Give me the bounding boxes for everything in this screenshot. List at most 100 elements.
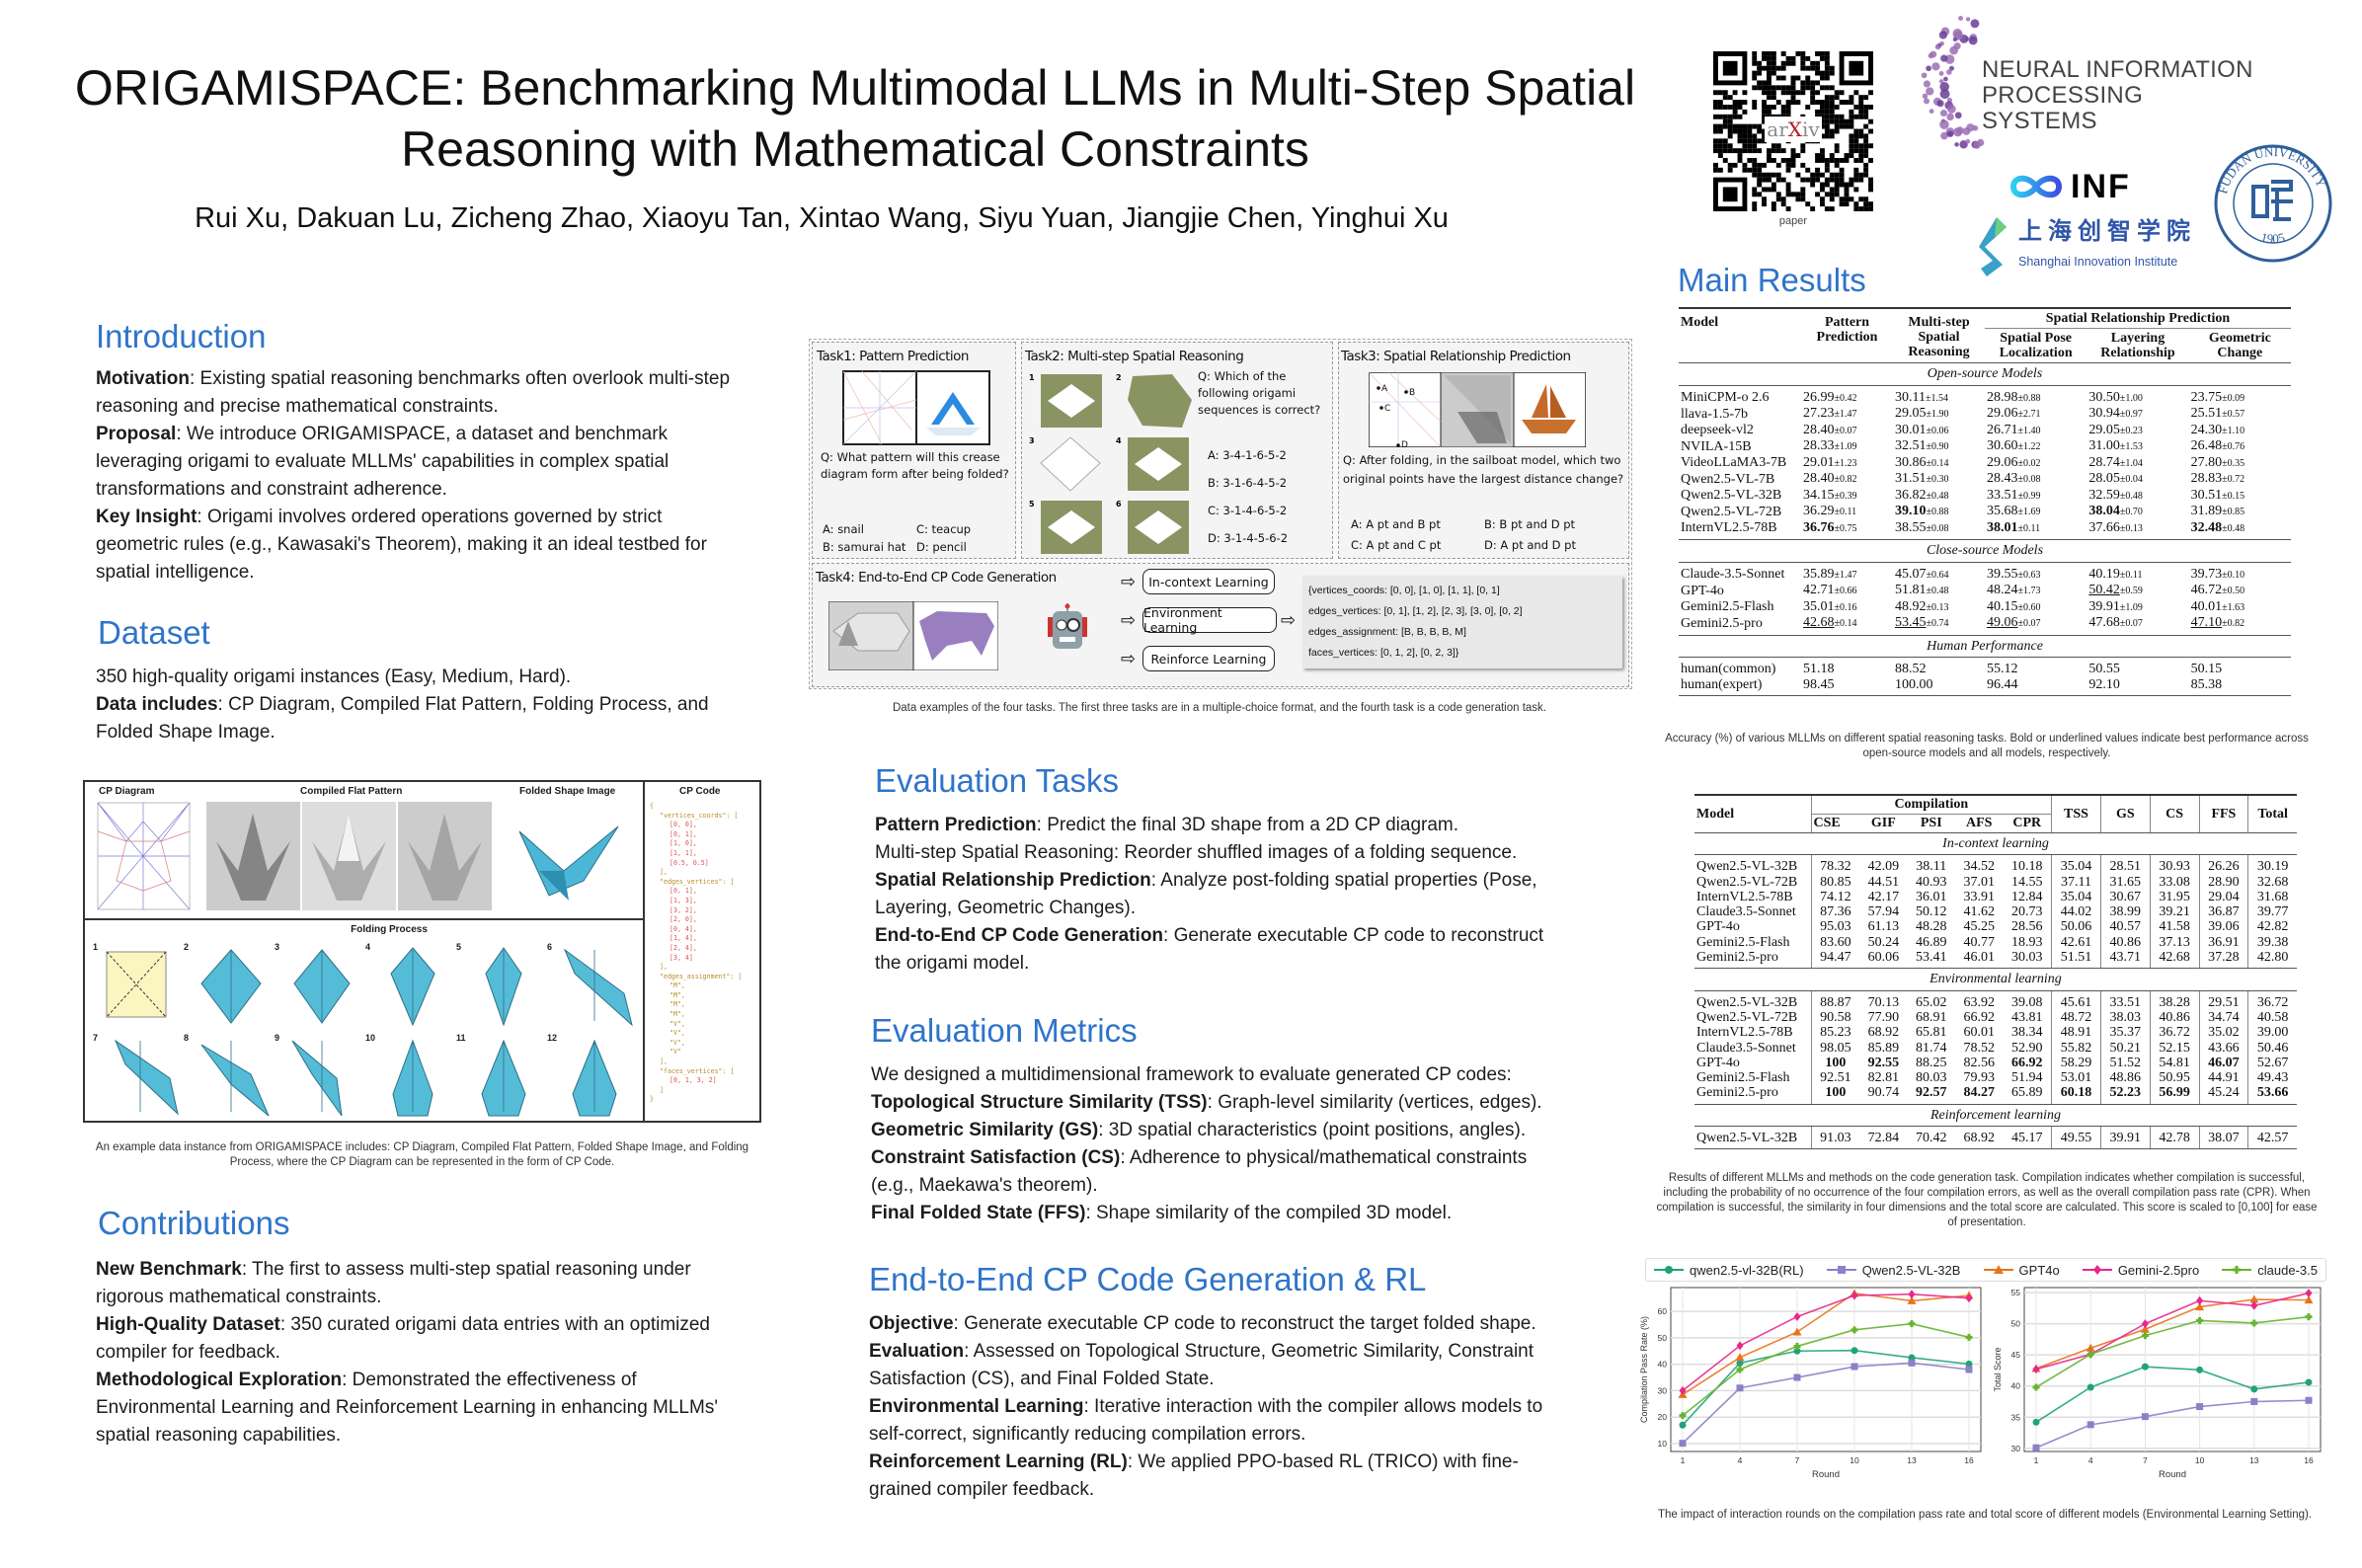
score-cell: 38.07: [2198, 1126, 2248, 1150]
paragraph: Pattern Prediction: Predict the final 3D…: [875, 812, 1566, 839]
list-item: A: A pt and B pt: [1351, 517, 1441, 531]
score-cell: 94.47: [1810, 950, 1860, 970]
task1-title: Task1: Pattern Prediction: [817, 349, 970, 364]
folding-step: 10: [365, 1033, 452, 1120]
score-value: 42.68: [1803, 615, 1835, 630]
cp-diagram-image: [97, 802, 191, 910]
model-name: GPT-4o: [1681, 583, 1724, 598]
score-std: ±1.04: [2119, 457, 2143, 469]
score-cell: 33.51: [2099, 990, 2151, 1010]
score-cell: 14.55: [2011, 874, 2043, 890]
score-cell: 33.08: [2149, 874, 2199, 890]
qr-code[interactable]: arXiv: [1713, 51, 1873, 211]
plot-area: [2023, 1287, 2322, 1452]
group-label: In-context learning: [1694, 832, 2297, 856]
paragraph: High-Quality Dataset: 350 curated origam…: [96, 1311, 738, 1367]
tasks-figure: Task1: Pattern Prediction Q: What patter…: [809, 339, 1632, 689]
paragraph-label: High-Quality Dataset: [96, 1314, 280, 1335]
score-cell: 30.51±0.15: [2189, 488, 2291, 505]
y-tick-label: 30: [2011, 1444, 2021, 1453]
score-cell: 98.05: [1810, 1040, 1860, 1056]
score-cell: 42.80: [2247, 950, 2297, 970]
code-line: "V",: [669, 1038, 685, 1047]
data-point: [2305, 1378, 2313, 1386]
column-header: Pattern Prediction: [1801, 309, 1893, 363]
score-cell: 49.55: [2051, 1126, 2101, 1150]
score-cell: 30.03: [2003, 950, 2052, 970]
score-cell: 28.56: [2011, 919, 2043, 935]
score-cell: 30.67: [2099, 889, 2151, 905]
score-cell: 28.43±0.08: [1985, 471, 2086, 488]
score-cell: 70.42: [1907, 1126, 1955, 1150]
column-header: CSE: [1810, 814, 1860, 833]
paragraph-text: : Generate executable CP code to reconst…: [953, 1313, 1536, 1334]
data-point: [1679, 1421, 1687, 1429]
column-header: Multi-step Spatial Reasoning: [1893, 309, 1985, 363]
step-number: 8: [184, 1033, 190, 1043]
score-cell: 24.30±1.10: [2189, 423, 2291, 439]
score-cell: 35.68±1.69: [1985, 504, 2086, 520]
model-name: Qwen2.5-VL-72B: [1696, 874, 1798, 890]
model-name: Claude3.5-Sonnet: [1696, 904, 1796, 920]
score-cell: 51.51: [2051, 950, 2101, 970]
score-std: ±0.13: [2119, 522, 2143, 534]
score-cell: 39.21: [2149, 904, 2199, 920]
score-cell: 68.92: [1867, 1025, 1900, 1041]
score-cell: 50.55: [2086, 658, 2188, 677]
score-std: ±1.40: [2017, 425, 2041, 436]
x-tick-label: 7: [2143, 1455, 2148, 1465]
x-tick-label: 13: [2249, 1455, 2259, 1465]
group-label: Human Performance: [1679, 635, 2291, 658]
folded-shape-label: Folded Shape Image: [519, 786, 616, 797]
folding-step-image: [291, 1040, 343, 1117]
folding-step-image: [200, 949, 262, 1024]
data-point: [1965, 1294, 1973, 1303]
score-cell: 29.04: [2198, 889, 2248, 905]
score-value: 31.51: [1895, 471, 1927, 486]
data-point: [1907, 1295, 1917, 1304]
score-cell: 92.10: [2086, 676, 2189, 696]
paragraph-text: : 350 curated origami data entries with …: [96, 1314, 711, 1363]
score-cell: 28.98±0.88: [1985, 385, 2086, 406]
score-cell: 34.15±0.39: [1801, 488, 1893, 505]
model-name: deepseek-vl2: [1681, 423, 1754, 437]
step-number: 6: [547, 942, 553, 952]
score-cell: 36.91: [2198, 934, 2248, 951]
score-value: 36.29: [1803, 504, 1835, 518]
score-std: ±0.30: [1926, 474, 1949, 485]
score-std: ±0.64: [1926, 569, 1949, 581]
data-point: [1792, 1327, 1802, 1336]
score-value: 35.89: [1803, 566, 1835, 582]
image-number: 5: [1029, 500, 1035, 509]
folding-step: 11: [456, 1033, 543, 1120]
score-cell: 39.91±1.09: [2086, 599, 2188, 616]
score-cell: 39.77: [2247, 904, 2297, 920]
sii-mark-icon: [1979, 217, 2007, 276]
score-std: ±0.48: [2119, 490, 2143, 502]
x-tick-label: 16: [1964, 1455, 1974, 1465]
score-cell: 55.12: [1985, 658, 2086, 677]
score-cell: 39.73±0.10: [2189, 562, 2291, 583]
task4-images: [828, 601, 998, 670]
group-label: Open-source Models: [1679, 362, 2291, 386]
code-line: [0.5, 0.5]: [669, 858, 709, 867]
code-line: ],: [660, 868, 668, 877]
score-cell: 80.85: [1810, 874, 1860, 890]
legend-label: Qwen2.5-VL-32B: [1861, 1262, 1961, 1278]
image-number: 1: [1029, 373, 1035, 382]
data-point: [1850, 1326, 1858, 1334]
score-cell: 100: [1810, 1085, 1860, 1105]
main-results-caption: Accuracy (%) of various MLLMs on differe…: [1665, 733, 2309, 759]
paragraph-text: : Iterative interaction with the compile…: [869, 1396, 1543, 1445]
folding-step-image: [114, 1039, 179, 1116]
score-value: 51.81: [1895, 583, 1927, 597]
series-line: [1682, 1362, 1970, 1445]
score-cell: 60.18: [2051, 1085, 2101, 1105]
score-std: ±1.22: [2017, 441, 2041, 452]
score-value: 26.48: [2190, 438, 2223, 453]
